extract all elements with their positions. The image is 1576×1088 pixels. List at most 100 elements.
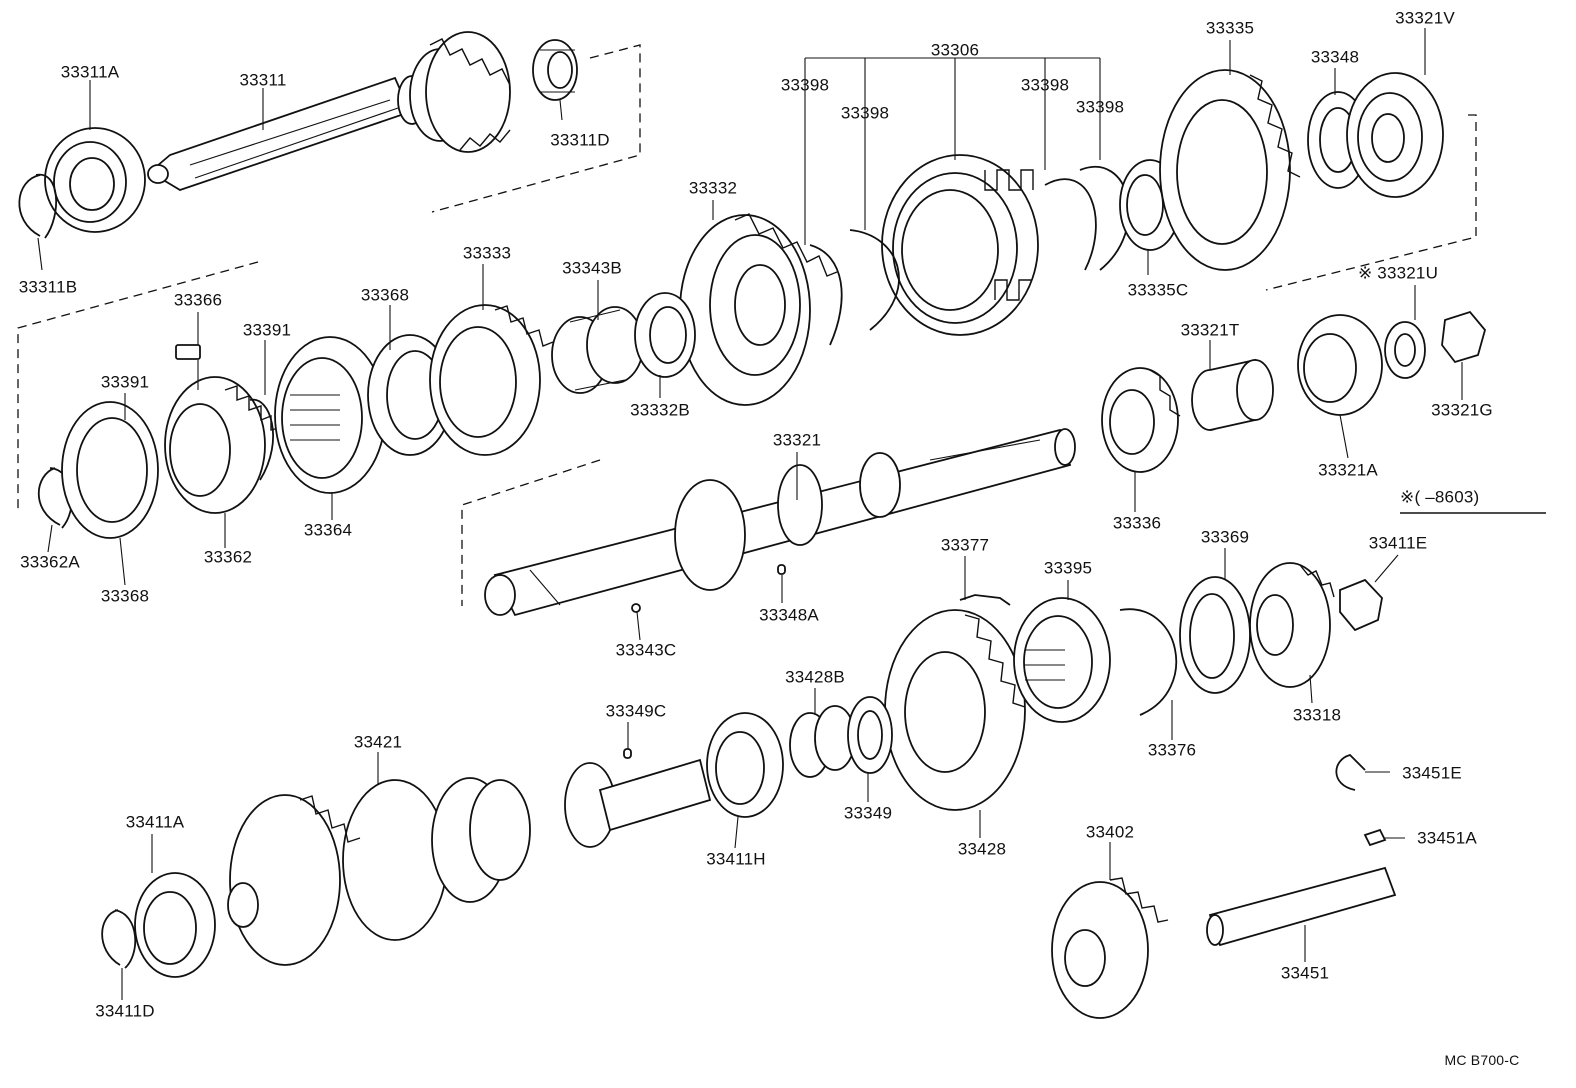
label-33335: 33335 (1205, 18, 1255, 38)
gear-33333 (429, 304, 554, 456)
group-box-output-shaft (461, 459, 601, 606)
label-33348A: 33348A (759, 605, 819, 625)
idler-shaft-33451 (1206, 866, 1397, 947)
bearing-33311A (44, 127, 146, 233)
label-33369: 33369 (1200, 527, 1250, 547)
snap-ring-33398-1 (809, 244, 843, 346)
snap-ring-33398-2 (849, 229, 900, 331)
washer-33321U (1384, 321, 1426, 379)
label-33411E: 33411E (1368, 533, 1428, 553)
nut-33411E (1339, 578, 1383, 632)
gear-33318 (1249, 562, 1335, 688)
label-33321U: ※ 33321U (1357, 263, 1439, 283)
spring-33391 (249, 398, 274, 481)
note-date-range: ※( –8603) (1400, 487, 1480, 507)
label-33402: 33402 (1085, 822, 1135, 842)
sleeve-33364 (274, 336, 386, 494)
output-shaft-33321 (484, 428, 1076, 617)
ball-33349C (623, 748, 632, 759)
bearing-33332B (634, 292, 696, 378)
label-33411D: 33411D (95, 1001, 155, 1021)
snap-ring-33411D (101, 909, 137, 969)
gear-33336 (1101, 367, 1181, 473)
label-33428B: 33428B (785, 667, 845, 687)
ring-33368-lower (61, 401, 159, 539)
label-33311A: 33311A (60, 62, 120, 82)
label-33411A: 33411A (125, 812, 185, 832)
gear-33332 (679, 213, 838, 406)
label-33362A: 33362A (20, 552, 80, 572)
label-33368-upper: 33368 (360, 285, 410, 305)
snap-ring-33398-3 (1044, 178, 1097, 271)
label-33332: 33332 (688, 178, 738, 198)
label-33368-lower: 33368 (100, 586, 150, 606)
label-33451: 33451 (1280, 963, 1330, 983)
label-33321V: 33321V (1395, 8, 1455, 28)
gear-33362 (164, 376, 280, 514)
label-33332B: 33332B (630, 400, 690, 420)
label-33451E: 33451E (1402, 763, 1462, 783)
label-33321G: 33321G (1431, 400, 1493, 420)
label-33318: 33318 (1292, 705, 1342, 725)
snap-ring-33311B (18, 174, 57, 239)
spring-33376 (1119, 608, 1178, 716)
label-33333: 33333 (462, 243, 512, 263)
ring-33369 (1179, 576, 1251, 694)
e-ring-33451E (1335, 753, 1366, 791)
label-33343B: 33343B (562, 258, 622, 278)
label-33398-3: 33398 (1020, 75, 1070, 95)
label-33321A: 33321A (1318, 460, 1378, 480)
group-box-synchro-right (1265, 114, 1477, 291)
counter-gear-33421 (227, 758, 712, 966)
label-33391-lower: 33391 (100, 372, 150, 392)
sleeve-33395 (1013, 597, 1111, 723)
label-33306: 33306 (930, 40, 980, 60)
label-33321T: 33321T (1180, 320, 1240, 340)
label-33376: 33376 (1147, 740, 1197, 760)
bearing-33428B (789, 705, 856, 778)
needle-bearing-33311D (532, 39, 578, 101)
label-33395: 33395 (1043, 558, 1093, 578)
nut-33321G (1441, 310, 1486, 364)
label-33349C: 33349C (605, 701, 667, 721)
key-33377 (959, 594, 1011, 606)
group-box-synchro-left (17, 261, 259, 513)
spacer-33349 (847, 696, 893, 774)
label-33398-4: 33398 (1075, 97, 1125, 117)
idler-gear-33402 (1051, 877, 1169, 1019)
label-33377: 33377 (940, 535, 990, 555)
label-33311: 33311 (239, 70, 287, 90)
hub-33306 (881, 154, 1039, 336)
label-33364: 33364 (303, 520, 353, 540)
ball-33348A (777, 564, 786, 575)
label-33421: 33421 (353, 732, 403, 752)
label-33343C: 33343C (615, 640, 677, 660)
label-33336: 33336 (1112, 513, 1162, 533)
collar-33321T (1191, 358, 1274, 431)
gear-33335 (1159, 69, 1301, 271)
label-33398-2: 33398 (840, 103, 890, 123)
label-33362: 33362 (203, 547, 253, 567)
label-33348: 33348 (1310, 47, 1360, 67)
group-box-input-shaft (431, 44, 641, 213)
bearing-33411A (134, 872, 216, 978)
bearing-33321V (1346, 72, 1444, 198)
bearing-33321A (1297, 314, 1383, 416)
label-33335C: 33335C (1127, 280, 1189, 300)
bearing-33411H (706, 712, 784, 818)
label-33311D: 33311D (550, 130, 610, 150)
diagram-code: MC B700-C (1444, 1052, 1520, 1068)
ball-33343C (631, 603, 641, 613)
label-33451A: 33451A (1417, 828, 1477, 848)
label-33349: 33349 (843, 803, 893, 823)
label-33428: 33428 (957, 839, 1007, 859)
label-33398-1: 33398 (780, 75, 830, 95)
label-33391-upper: 33391 (242, 320, 292, 340)
label-33366: 33366 (173, 290, 223, 310)
label-33411H: 33411H (706, 849, 766, 869)
key-33451A (1363, 828, 1387, 847)
leader-lines (37, 28, 1463, 1000)
key-33366 (175, 344, 201, 360)
